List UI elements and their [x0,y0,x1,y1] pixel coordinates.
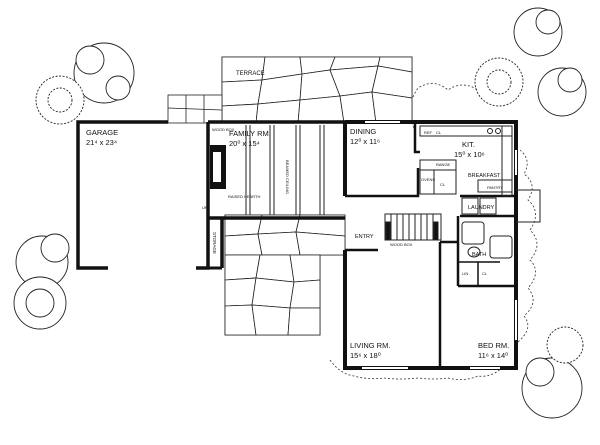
label-storage: STORAGE [212,232,217,254]
stairs [384,213,442,241]
label-terrace: TERRACE [236,71,265,77]
ceiling-beams [245,125,325,215]
label-cl-kitchen: CL [436,130,442,135]
label-kit: KIT. [462,140,475,149]
tree-icon [73,42,135,104]
label-garage-dim: 21⁴ x 23⁴ [86,138,117,147]
exterior-walls [76,120,518,370]
laundry-appliances [461,189,541,223]
fireplace-icon [210,145,226,189]
label-laundry: LAUNDRY [468,205,495,211]
bath-fixtures [461,221,513,259]
label-bed-dim: 11⁶ x 14⁰ [478,351,508,360]
tree-icon [35,75,85,125]
tree-icon [474,57,524,107]
label-bath: BATH [472,252,486,258]
tree-icon [521,357,583,419]
label-bed-rm: BED RM. [478,341,509,350]
label-beamed-ceiling: BEAMED CEILING [285,160,290,194]
label-living-rm: LIVING RM. [350,341,390,350]
label-family-dim: 20⁰ x 15⁴ [229,139,260,148]
label-cl-bath: CL [482,271,488,276]
label-lin: LIN [462,271,468,276]
tree-icon [15,233,70,289]
label-breakfast: BREAKFAST [468,173,501,179]
label-kit-dim: 15⁰ x 10⁶ [454,150,485,159]
kitchen-counters [419,125,513,197]
tree-icon [546,326,584,364]
label-up: UP [202,205,208,210]
windows [362,121,517,369]
label-entry: ENTRY [355,234,374,240]
label-pantry: PANTRY [487,185,503,190]
tree-icon [513,7,563,57]
tree-icon [537,67,587,117]
label-dining: DINING [350,127,376,136]
label-garage: GARAGE [86,128,118,137]
label-wood-box-entry: WOOD BOX [390,242,413,247]
label-raised-hearth: RAISED HEARTH [228,194,260,199]
label-range: RANGE [436,162,451,167]
label-living-dim: 15⁶ x 18⁰ [350,351,381,360]
label-family-rm: FAMILY RM. [229,129,271,138]
front-paving [224,214,346,336]
label-wood-box: WOOD BOX [212,127,235,132]
terrace-paving [167,56,413,124]
label-ref: REF [424,130,433,135]
tree-icon [13,276,67,330]
label-dining-dim: 12⁰ x 11⁶ [350,137,380,146]
label-ovens: OVENS [421,177,435,182]
label-cl-ovens: CL [440,182,446,187]
